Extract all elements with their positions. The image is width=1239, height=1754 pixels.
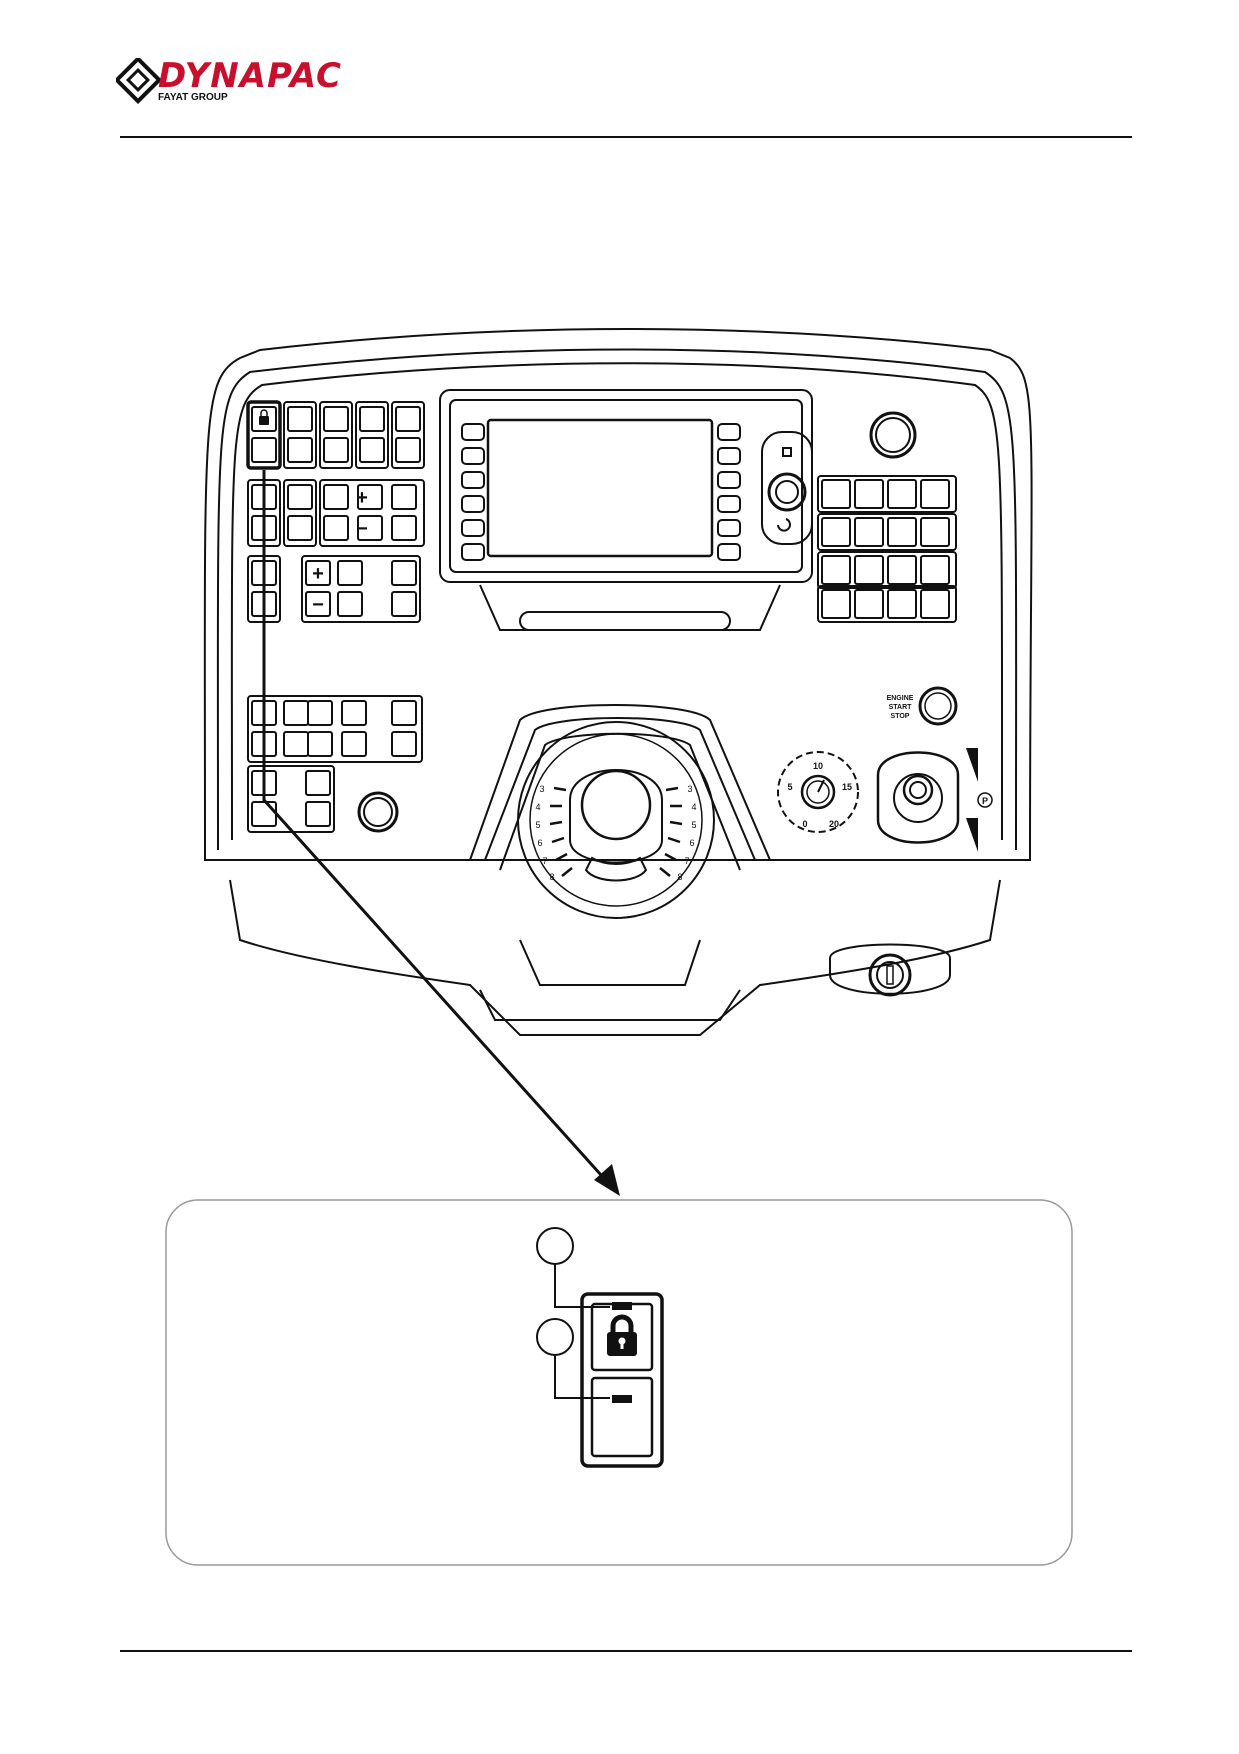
- detail-button-module[interactable]: [580, 1292, 664, 1468]
- left-button-group-top[interactable]: [246, 400, 425, 470]
- dial-left-3: 3: [539, 784, 544, 794]
- engine-start-stop-button[interactable]: [918, 686, 958, 726]
- speed-dial-number-20: 20: [829, 819, 839, 829]
- engine-label: ENGINE START STOP: [887, 695, 914, 720]
- ignition-key-switch[interactable]: [829, 943, 951, 997]
- display-unit: [439, 389, 813, 631]
- header-rule: [120, 136, 1132, 138]
- dial-left-6: 6: [537, 838, 542, 848]
- center-dial-ticks: [549, 786, 683, 877]
- dial-right-8: 8: [677, 872, 682, 882]
- engine-label-line-1: ENGINE: [887, 695, 914, 702]
- callout-circle-2: [536, 1318, 574, 1356]
- speed-dial-number-5: 5: [787, 782, 792, 792]
- engine-label-line-3: STOP: [891, 713, 910, 720]
- speed-dial-number-0: 0: [802, 819, 807, 829]
- dial-left-7: 7: [542, 856, 547, 866]
- dial-right-7: 7: [684, 856, 689, 866]
- dial-right-6: 6: [689, 838, 694, 848]
- dial-left-4: 4: [535, 802, 540, 812]
- left-button-group-lower[interactable]: [247, 555, 421, 623]
- plus-sign-1: +: [356, 487, 368, 509]
- rotary-knob-top[interactable]: [869, 411, 917, 459]
- dial-right-5: 5: [691, 820, 696, 830]
- indicator-led-2: [612, 1395, 632, 1403]
- left-button-group-middle[interactable]: [247, 479, 425, 547]
- right-joystick[interactable]: [876, 751, 960, 844]
- direction-arrows: P: [966, 748, 993, 852]
- dial-left-8: 8: [549, 872, 554, 882]
- callout-arrow: [262, 470, 620, 1196]
- center-dial-numbers: 3 4 5 6 7 8 3 4 5 6 7 8: [535, 784, 696, 882]
- speed-dial[interactable]: [777, 751, 859, 833]
- minus-sign-1: −: [356, 518, 368, 540]
- indicator-led-1: [612, 1302, 632, 1310]
- joystick-housing: [469, 704, 771, 861]
- detail-callouts: [536, 1227, 610, 1399]
- speed-dial-numbers: 10 5 15 0 20: [787, 761, 852, 829]
- dynapac-logo-icon: [116, 58, 163, 104]
- lock-icon-small: [259, 409, 269, 425]
- engine-label-line-2: START: [889, 704, 913, 711]
- plus-minus-signs: + − + −: [312, 487, 368, 616]
- parking-label: P: [982, 796, 988, 806]
- minus-sign-2: −: [312, 594, 324, 616]
- right-button-group[interactable]: [817, 475, 957, 623]
- panel-lower-housing: [229, 879, 1001, 1036]
- speed-dial-number-15: 15: [842, 782, 852, 792]
- panel-outline: [203, 328, 1033, 861]
- lock-icon: [607, 1314, 637, 1356]
- dial-right-4: 4: [691, 802, 696, 812]
- dial-right-3: 3: [687, 784, 692, 794]
- brand-name: DYNAPAC: [158, 56, 342, 96]
- dial-left-5: 5: [535, 820, 540, 830]
- detail-box: [165, 1199, 1073, 1566]
- plus-sign-2: +: [312, 563, 324, 585]
- page-header: DYNAPAC FAYAT GROUP: [0, 0, 1239, 140]
- display-softkeys[interactable]: [461, 423, 741, 561]
- callout-circle-1: [536, 1227, 574, 1265]
- speed-dial-number-10: 10: [813, 761, 823, 771]
- brand-subtitle: FAYAT GROUP: [158, 92, 228, 103]
- center-dial[interactable]: [517, 721, 715, 919]
- footer-rule: [120, 1650, 1132, 1652]
